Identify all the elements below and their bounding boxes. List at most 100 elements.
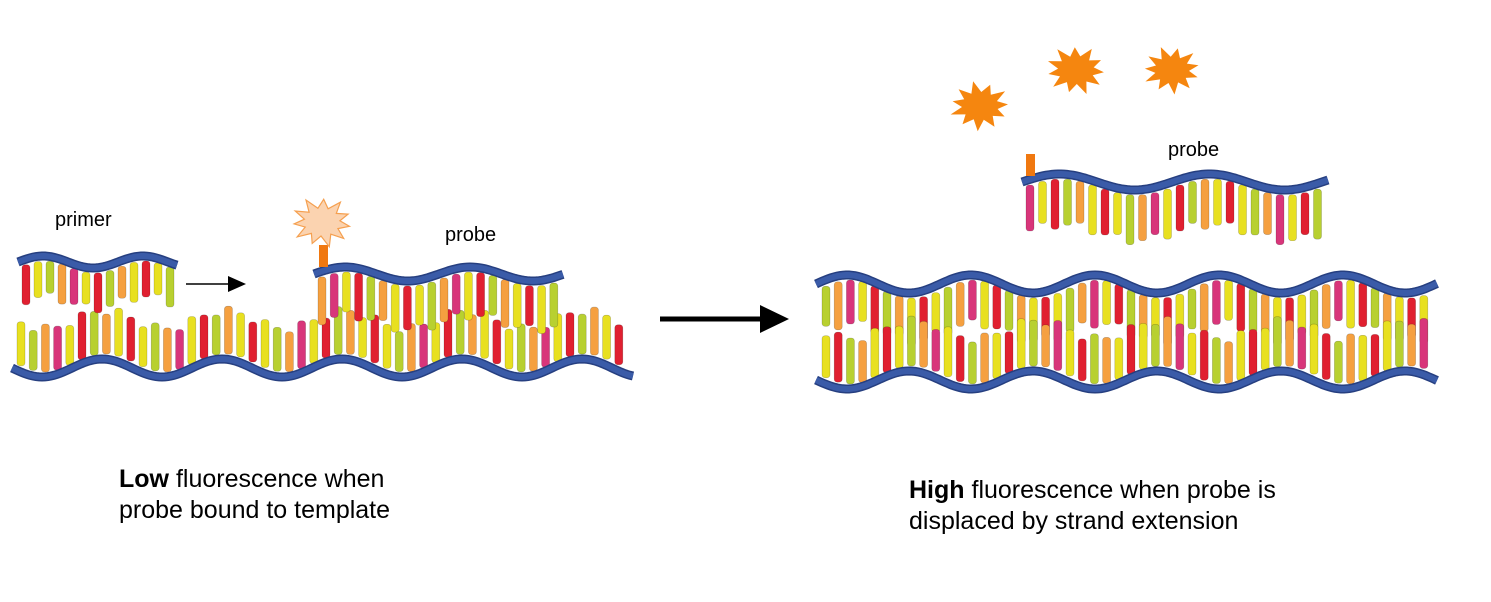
base <box>1260 327 1270 371</box>
base <box>504 328 514 370</box>
base <box>45 260 55 294</box>
base <box>65 325 75 366</box>
base <box>53 325 62 371</box>
base <box>894 325 904 369</box>
emitting-fluorophore <box>1048 47 1104 94</box>
base <box>451 273 461 315</box>
primer-strand <box>16 251 179 314</box>
base <box>297 320 306 370</box>
base <box>919 320 928 368</box>
base <box>955 282 965 327</box>
probe-label-bound: probe <box>445 224 497 246</box>
extended-duplex <box>814 270 1439 394</box>
base <box>833 281 843 331</box>
reporter-tag <box>1026 154 1035 176</box>
base <box>1029 319 1038 367</box>
base <box>1075 180 1085 224</box>
base <box>394 331 404 372</box>
base <box>1065 329 1075 377</box>
base <box>1273 316 1282 367</box>
base <box>77 311 87 361</box>
base <box>199 314 209 360</box>
base <box>1407 323 1416 367</box>
base <box>1016 318 1026 370</box>
caption-high-line1: fluorescence when probe is <box>964 476 1276 504</box>
base <box>602 314 611 360</box>
base <box>211 314 221 356</box>
base <box>858 340 867 383</box>
base <box>329 273 339 318</box>
base <box>846 279 855 325</box>
caption-low-line2: probe bound to template <box>119 496 391 524</box>
base <box>81 271 91 305</box>
backbone <box>10 355 634 381</box>
quenched-fluorophore <box>292 198 352 249</box>
base <box>980 332 989 384</box>
base <box>968 279 977 321</box>
base <box>346 310 355 355</box>
base <box>992 332 1002 380</box>
base <box>370 314 380 364</box>
base <box>821 286 831 327</box>
base <box>882 326 892 374</box>
base <box>488 275 498 316</box>
base <box>1309 323 1319 375</box>
base <box>1300 192 1310 236</box>
base <box>1224 280 1233 321</box>
base <box>260 319 270 368</box>
transition-arrow-head <box>760 305 789 333</box>
base <box>565 312 575 357</box>
base <box>1288 194 1297 242</box>
base <box>1041 324 1050 368</box>
base <box>272 326 282 372</box>
base <box>870 285 880 335</box>
base <box>33 261 43 298</box>
base <box>907 315 916 367</box>
base <box>537 285 546 334</box>
base <box>390 283 400 333</box>
primer-label: primer <box>55 209 112 231</box>
base <box>105 270 115 307</box>
base <box>1238 184 1247 236</box>
base <box>1050 178 1060 230</box>
base <box>1138 323 1148 370</box>
base <box>1188 181 1197 224</box>
base <box>980 280 989 330</box>
caption-low-bold: Low <box>119 465 169 493</box>
base <box>439 277 449 323</box>
base <box>955 335 965 382</box>
base <box>968 341 977 385</box>
base <box>1199 283 1209 333</box>
base <box>858 281 867 322</box>
base <box>1419 318 1429 369</box>
base <box>1236 283 1246 332</box>
base <box>516 323 526 373</box>
base <box>1038 181 1047 224</box>
base <box>1100 188 1110 236</box>
base <box>943 326 953 378</box>
base <box>870 327 880 379</box>
fluorophores <box>292 47 1199 249</box>
base <box>1250 188 1260 236</box>
base <box>28 330 38 371</box>
base <box>931 329 941 372</box>
base <box>163 327 172 373</box>
base <box>549 282 559 328</box>
caption-low-line1: fluorescence when <box>169 465 385 493</box>
base <box>102 313 111 355</box>
base <box>1346 333 1355 385</box>
base <box>1395 320 1404 368</box>
base <box>175 329 184 370</box>
base <box>1090 333 1099 385</box>
base <box>16 321 26 367</box>
backbone <box>814 271 1439 297</box>
base <box>1114 283 1124 325</box>
base <box>21 264 31 306</box>
extension-arrow-head <box>228 276 246 292</box>
base <box>577 313 587 355</box>
base <box>1113 192 1122 235</box>
base <box>1236 330 1246 381</box>
base <box>1187 288 1197 330</box>
